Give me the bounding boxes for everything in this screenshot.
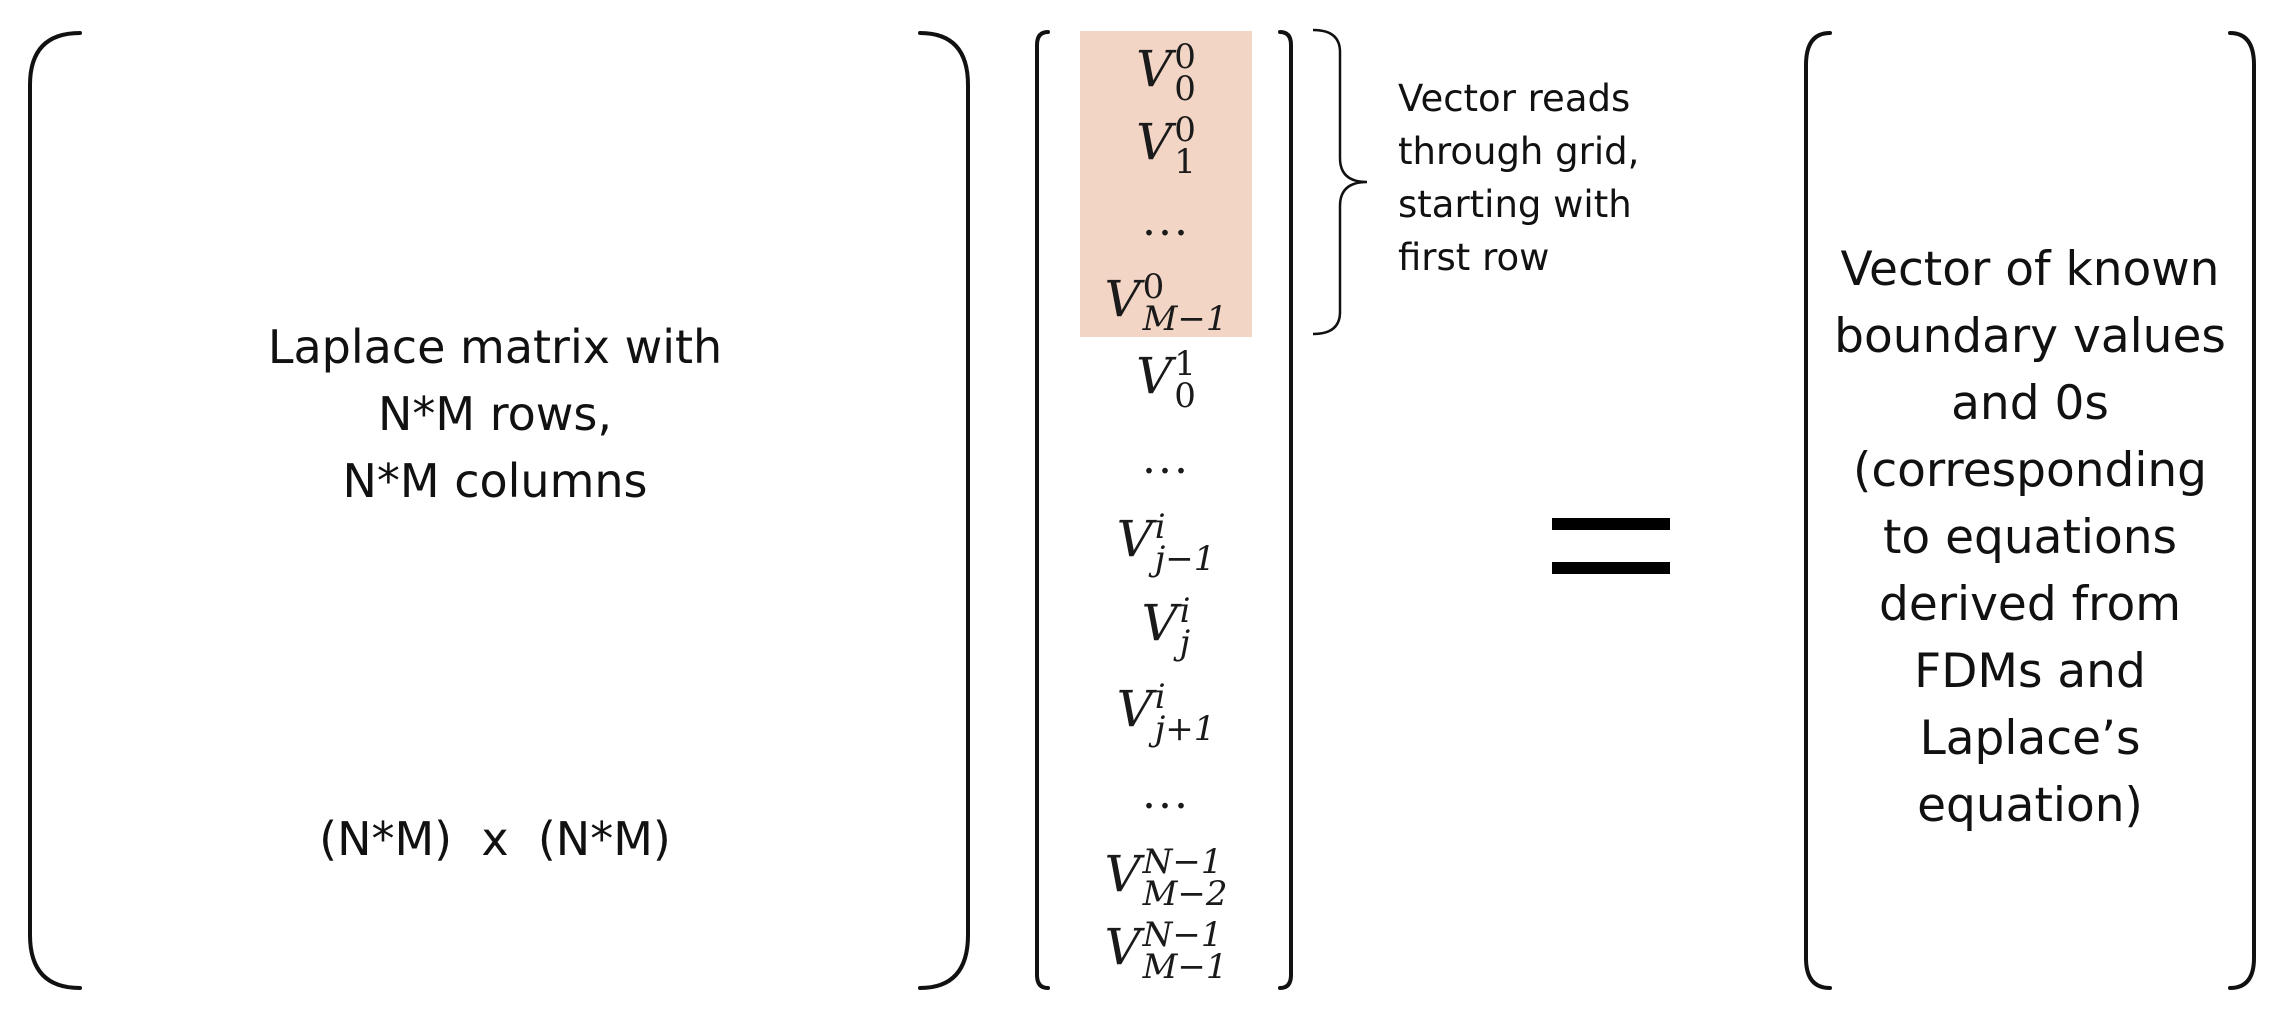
equals-bar-bottom — [1552, 562, 1670, 574]
vector-ellipsis: ... — [1142, 768, 1190, 819]
matrix-description-line: N*M rows, — [378, 387, 612, 441]
matrix-left-bracket — [28, 31, 82, 990]
annotation-line: Vector reads — [1398, 77, 1631, 120]
vector-entry-sub: M−1 — [1142, 299, 1228, 339]
rhs-description-line: derived from — [1878, 577, 2181, 632]
matrix-description: Laplace matrix with N*M rows, N*M column… — [30, 314, 960, 515]
vector-entry-base: V — [1104, 270, 1141, 328]
vector-ellipsis: ... — [1142, 195, 1190, 246]
vector-entry-base: V — [1116, 510, 1153, 568]
vector-entry-sub: j — [1179, 623, 1191, 663]
vector-entry-sup: i — [1154, 677, 1166, 717]
rhs-description-line: (corresponding — [1852, 443, 2207, 498]
rhs-description-line: to equations — [1883, 510, 2177, 565]
vector-entry-sup: 0 — [1174, 110, 1196, 150]
vector-entry-sup: N−1 — [1142, 842, 1223, 882]
annotation-line: through grid, — [1398, 130, 1640, 173]
vector-entry-sup: 0 — [1174, 37, 1196, 77]
rhs-description-line: and 0s — [1951, 376, 2109, 431]
vector-entry-sub: 0 — [1174, 376, 1196, 416]
curly-brace — [1312, 28, 1368, 336]
vector-entry-sub: M−1 — [1142, 947, 1228, 987]
annotation-line: first row — [1398, 236, 1550, 279]
rhs-description-line: Vector of known — [1840, 242, 2220, 297]
vector-entry-base: V — [1136, 347, 1173, 405]
matrix-description-line: N*M columns — [342, 454, 648, 508]
first-row-highlight — [1080, 31, 1252, 337]
vector-entry-sub: M−2 — [1142, 874, 1228, 914]
vector-entry-base: V — [1104, 918, 1141, 976]
vector-left-bracket — [1035, 30, 1050, 990]
vector-entry-base: V — [1136, 113, 1173, 171]
rhs-description-line: FDMs and — [1914, 644, 2146, 699]
rhs-description-line: boundary values — [1834, 309, 2226, 364]
vector-entry-sub: 0 — [1174, 69, 1196, 109]
matrix-dimension: (N*M) x (N*M) — [30, 806, 960, 873]
matrix-right-bracket — [918, 31, 970, 990]
vector-entry-sup: N−1 — [1142, 915, 1223, 955]
vector-entry-sub: j−1 — [1154, 539, 1216, 579]
rhs-description-line: equation) — [1917, 778, 2143, 833]
rhs-left-bracket — [1804, 31, 1832, 990]
annotation-line: starting with — [1398, 183, 1632, 226]
vector-entry-sup: 1 — [1174, 344, 1196, 384]
vector-entry-sup: i — [1154, 507, 1166, 547]
vector-ellipsis: ... — [1142, 433, 1190, 484]
vector-entry-base: V — [1116, 680, 1153, 738]
vector-right-bracket — [1278, 30, 1293, 990]
equals-bar-top — [1552, 518, 1670, 530]
vector-entry-base: V — [1136, 40, 1173, 98]
vector-entry-sub: j+1 — [1154, 709, 1216, 749]
vector-annotation: Vector reads through grid, starting with… — [1398, 72, 1678, 284]
matrix-description-line: Laplace matrix with — [267, 320, 723, 374]
matrix-dimension-label: (N*M) x (N*M) — [319, 812, 671, 866]
vector-entry-base: V — [1141, 594, 1178, 652]
rhs-description: Vector of known boundary values and 0s (… — [1810, 236, 2250, 839]
vector-entry-sup: i — [1179, 591, 1191, 631]
rhs-right-bracket — [2228, 31, 2256, 990]
vector-entry-base: V — [1104, 845, 1141, 903]
vector-entry-sup: 0 — [1142, 267, 1165, 307]
vector-entry-sub: 1 — [1174, 142, 1196, 182]
equals-sign — [1552, 518, 1670, 574]
rhs-description-line: Laplace’s — [1919, 711, 2141, 766]
